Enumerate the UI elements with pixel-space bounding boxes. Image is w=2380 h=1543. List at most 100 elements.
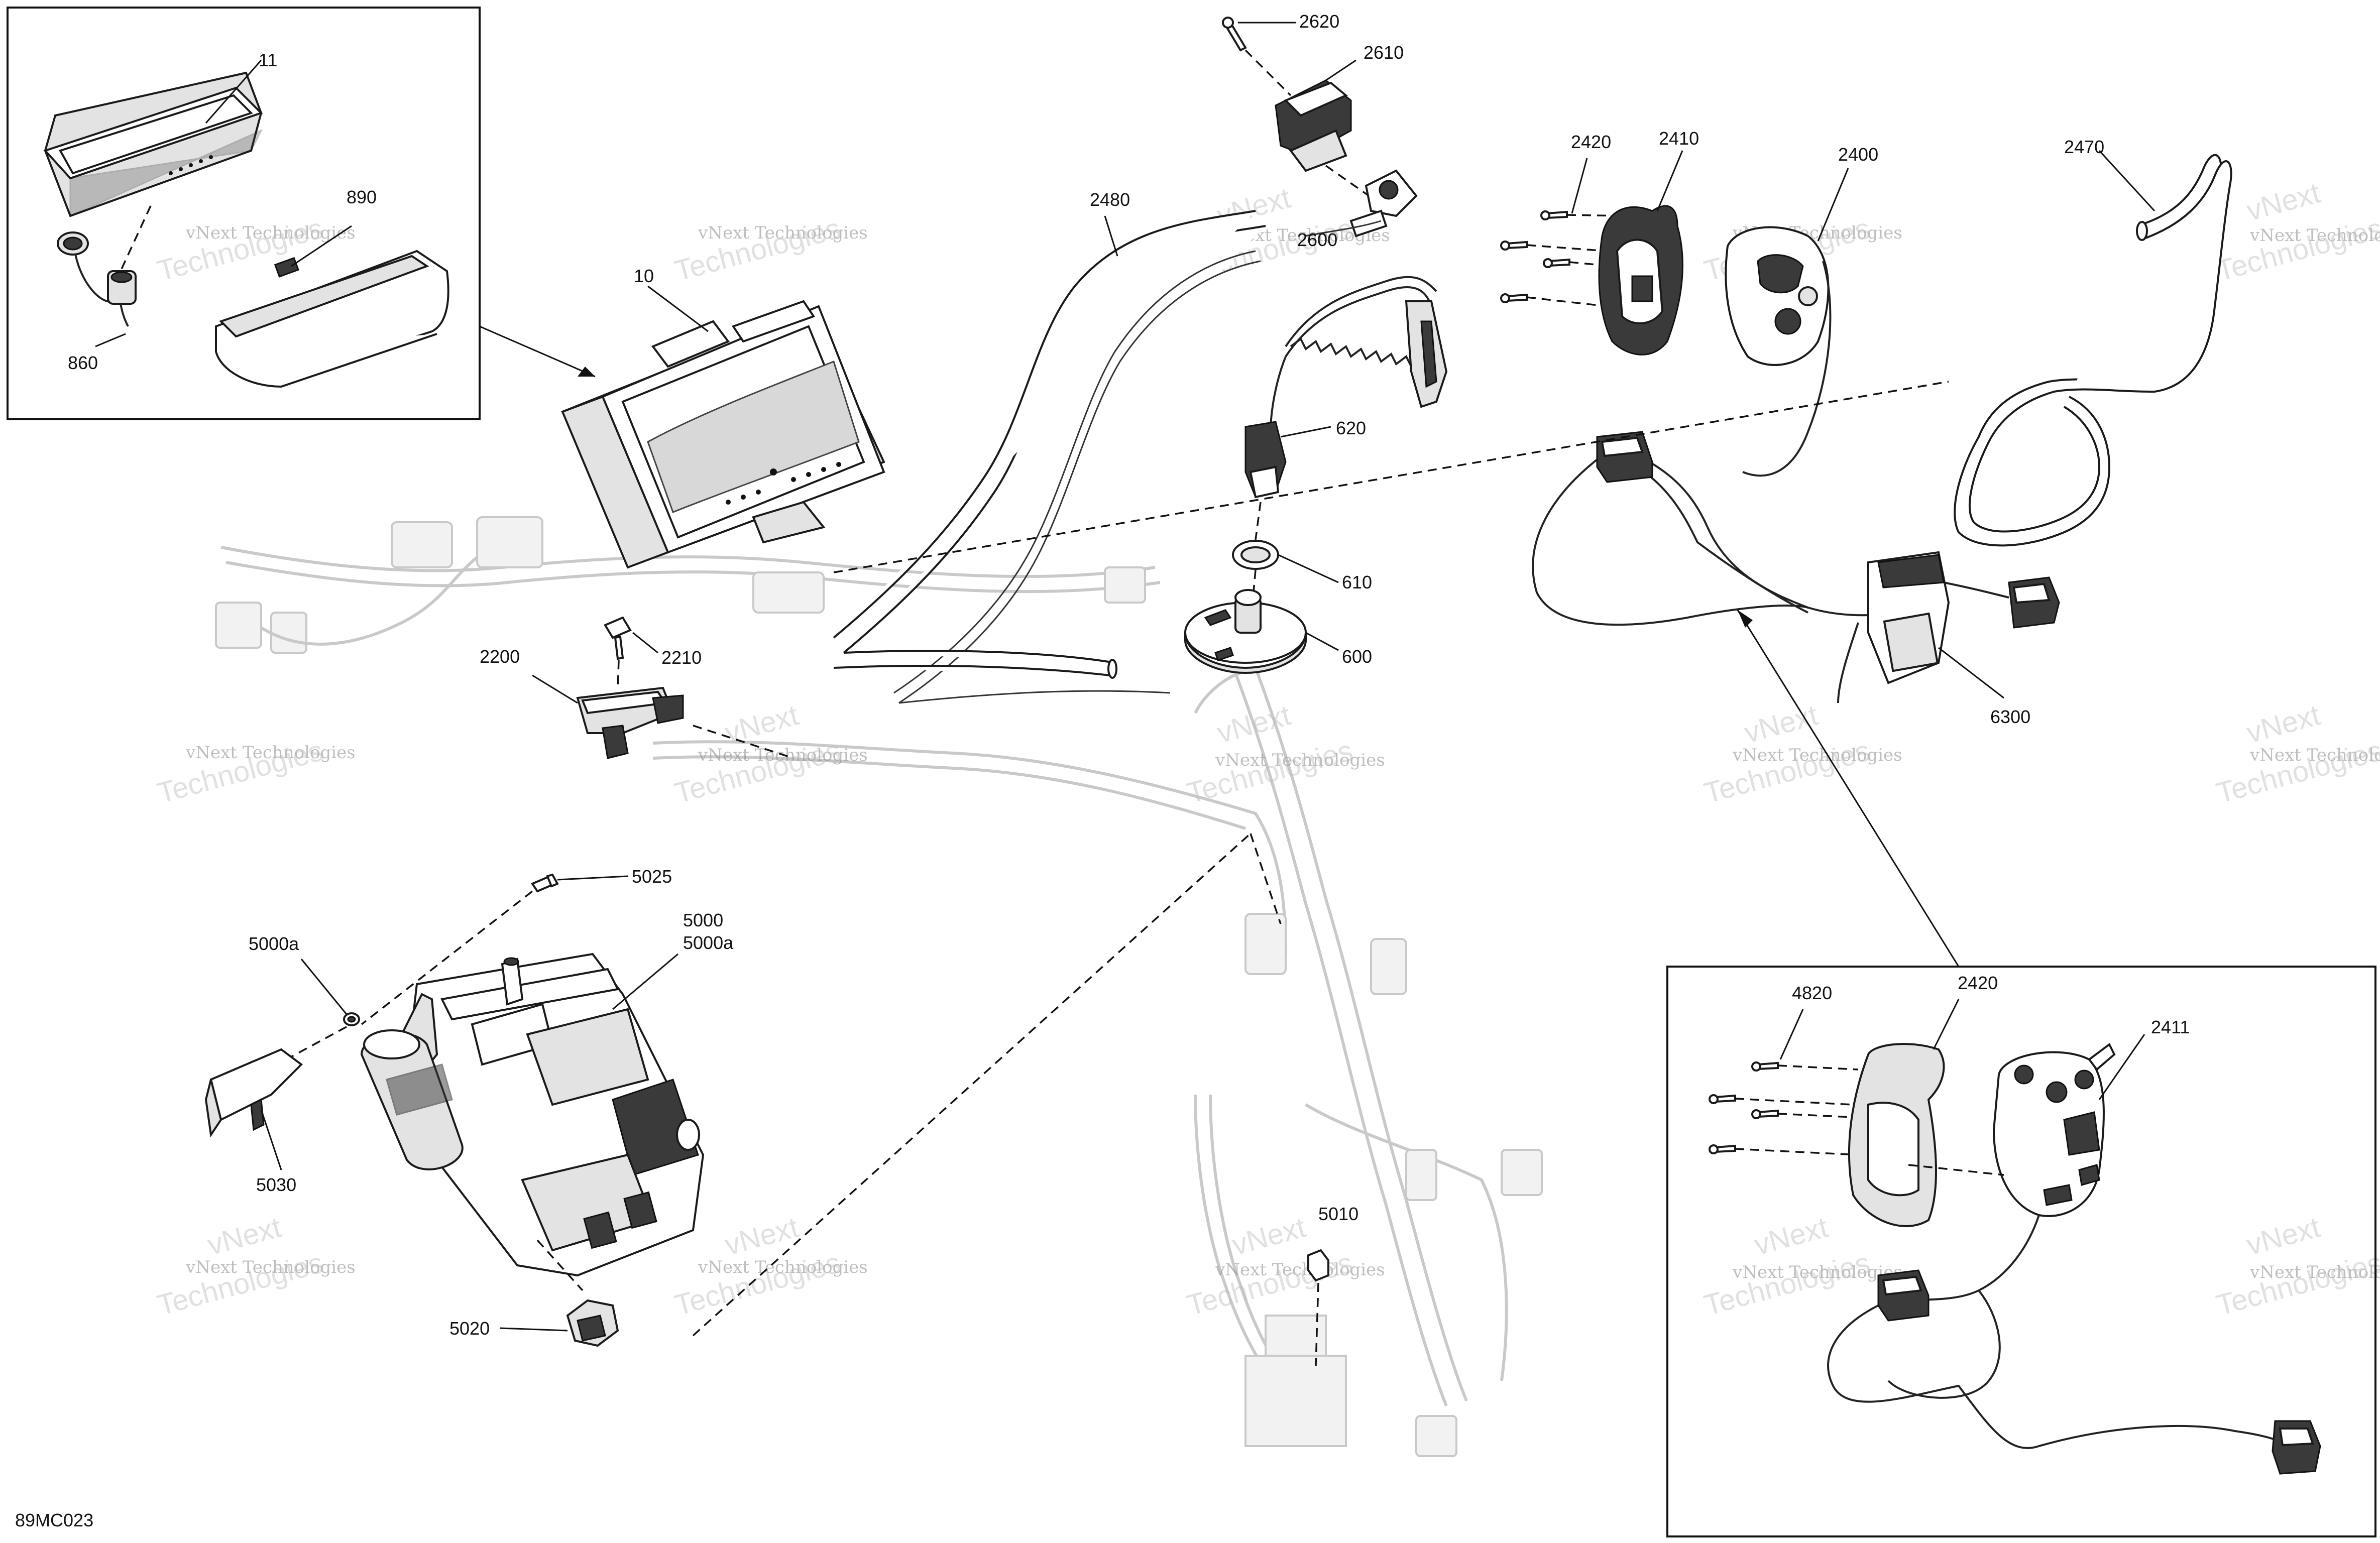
part-610-nut <box>1232 540 1339 583</box>
callout-860: 860 <box>68 352 98 373</box>
leader-dash <box>1908 1164 2004 1176</box>
callout-2400: 2400 <box>1838 144 1878 165</box>
callout-2420-inset: 4820 <box>1792 983 1832 1003</box>
part-5010-cap <box>499 1299 619 1347</box>
leader-dash <box>833 381 1949 573</box>
callout-2411: 2420 <box>1958 973 1998 993</box>
leader <box>1737 610 1960 967</box>
part-2610-switch-housing <box>1275 59 1356 172</box>
watermark: vNext vNext Technologies Technologies <box>1701 1211 1902 1322</box>
callout-2210: 2210 <box>661 647 702 668</box>
part-11-display <box>43 71 263 217</box>
part-5020-bracket <box>204 1048 303 1170</box>
part-5030-nut <box>286 959 360 1060</box>
part-2210-screw <box>604 616 658 688</box>
callout-2420-top: 2420 <box>1571 132 1611 152</box>
callout-5010: 5020 <box>449 1318 490 1339</box>
part-890-cover <box>215 225 449 388</box>
leader <box>205 60 262 124</box>
leader <box>479 325 596 378</box>
part-2600-switch <box>1305 169 1418 238</box>
svg-text:vNext: vNext <box>1751 1211 1832 1261</box>
inset-frame <box>7 7 481 420</box>
callout-2620: 2620 <box>1299 11 1339 32</box>
svg-text:Technologies: Technologies <box>2213 1246 2380 1322</box>
part-2470-tube <box>1954 150 2232 547</box>
svg-text:vNext Technologies: vNext Technologies <box>1732 745 1902 765</box>
part-2620-screw <box>1222 17 1296 52</box>
watermark: vNext vNext Technologies Technologies <box>2213 1211 2380 1322</box>
callout-5000: 5000 <box>683 910 723 930</box>
svg-text:vNext Technologies: vNext Technologies <box>2249 225 2380 246</box>
svg-text:vNext Technologies: vNext Technologies <box>1732 1262 1902 1282</box>
watermark: vNext vNext Technologies Technologies <box>1184 1211 1385 1322</box>
callout-2610: 2610 <box>1364 42 1404 63</box>
callout-620: 620 <box>1336 418 1366 438</box>
leader-dash <box>692 833 1252 1337</box>
arrowhead <box>1738 610 1753 628</box>
svg-text:Technologies: Technologies <box>2213 212 2380 287</box>
callout-5000a: 5000a <box>683 932 734 953</box>
callout-5030: 5000a <box>249 933 299 954</box>
callout-2480: 2480 <box>1090 189 1130 210</box>
svg-text:vNext: vNext <box>204 1211 285 1261</box>
svg-text:vNext: vNext <box>2243 176 2324 227</box>
svg-text:vNext Technologies: vNext Technologies <box>185 743 356 763</box>
callout-2200: 2200 <box>480 646 520 667</box>
watermark: vNext vNext Technologies Technologies <box>1701 698 1902 809</box>
svg-text:vNext Technologies: vNext Technologies <box>698 223 868 243</box>
callout-2410: 2410 <box>1659 128 1699 149</box>
leader-dash <box>1244 49 1292 96</box>
inset-connectors <box>1877 1269 2321 1475</box>
svg-text:vNext Technologies: vNext Technologies <box>1215 750 1385 770</box>
callout-2470: 2470 <box>2064 137 2104 157</box>
callout-4820: 5010 <box>1318 1204 1358 1224</box>
svg-text:vNext Technologies: vNext Technologies <box>185 223 356 243</box>
part-860-connector <box>57 205 152 327</box>
leader-dash <box>361 890 533 1025</box>
svg-text:vNext Technologies: vNext Technologies <box>698 1257 868 1277</box>
part-2401-switch <box>1827 1034 2291 1449</box>
svg-text:vNext: vNext <box>1229 1211 1309 1261</box>
part-2420-screws-top <box>1500 158 1623 307</box>
watermark: vNext Technologies Technologies <box>154 734 356 809</box>
svg-text:vNext Technologies: vNext Technologies <box>185 1257 356 1277</box>
svg-text:vNext Technologies: vNext Technologies <box>2249 745 2380 765</box>
callout-5025: 5025 <box>632 866 672 887</box>
watermark: vNext vNext Technologies Technologies <box>671 698 868 809</box>
callout-2401: 2411 <box>2151 1017 2190 1037</box>
watermark: vNext Technologies Technologies <box>154 212 356 287</box>
part-2410-switch-cover <box>1598 150 1683 355</box>
part-620-key-tether <box>1244 276 1448 499</box>
svg-text:vNext Technologies: vNext Technologies <box>2249 1262 2380 1282</box>
callout-6300: 6300 <box>1990 706 2030 727</box>
svg-text:vNext: vNext <box>2243 1211 2324 1261</box>
part-2480-hose <box>833 210 1266 704</box>
callout-2600: 2600 <box>1297 229 1337 250</box>
arrowhead <box>578 367 595 377</box>
leader-dash <box>1250 833 1282 924</box>
watermark: vNext vNext Technologies Technologies <box>154 1211 356 1322</box>
callout-890: 890 <box>347 187 377 207</box>
watermark: vNext vNext Technologies Technologies <box>1184 698 1385 809</box>
leader-dash <box>536 1239 584 1291</box>
part-5025-bolt <box>531 873 628 893</box>
watermark: vNext vNext Technologies Technologies <box>2213 176 2380 287</box>
callout-600: 600 <box>1342 646 1372 667</box>
callout-5020: 5030 <box>256 1174 296 1195</box>
svg-text:Technologies: Technologies <box>1184 1246 1356 1322</box>
svg-text:Technologies: Technologies <box>1184 734 1356 809</box>
watermark: vNext Technologies Technologies <box>671 212 868 287</box>
svg-text:vNext Technologies: vNext Technologies <box>1215 1260 1385 1280</box>
part-2411-switch-cover <box>1848 999 1960 1227</box>
part-2420-screws-inset <box>1709 1009 1859 1156</box>
svg-text:vNext: vNext <box>722 1211 802 1261</box>
inset-frame <box>1666 966 2376 1537</box>
part-4820-fitting <box>1307 1249 1329 1366</box>
svg-text:vNext: vNext <box>2243 698 2324 749</box>
part-10-instrument-cluster <box>561 285 885 569</box>
leader-dash <box>1255 502 1262 540</box>
svg-text:Technologies: Technologies <box>1701 1246 1874 1322</box>
watermark: vNext vNext Technologies Technologies <box>671 1211 868 1322</box>
